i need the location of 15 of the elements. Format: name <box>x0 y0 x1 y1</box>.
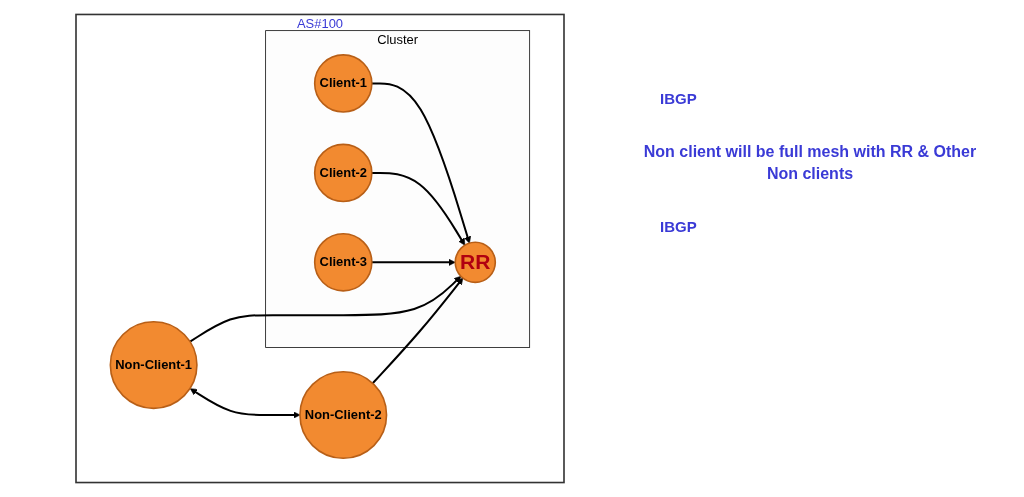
note-text: Non client will be full mesh with RR & Other Non clients <box>642 142 978 184</box>
node-circle: Non-Client-1 <box>109 321 198 410</box>
node-circle: Client-1 <box>313 54 373 113</box>
arrow <box>371 171 466 246</box>
arrow <box>189 275 462 343</box>
node-circle: Client-2 <box>313 143 373 203</box>
arrow <box>371 277 464 384</box>
node-circle: RR <box>454 241 497 284</box>
protocol-label: IBGP <box>660 218 697 236</box>
arrow <box>190 388 301 419</box>
node-circle: Client-3 <box>313 232 373 292</box>
node-circle: Non-Client-2 <box>299 370 388 460</box>
protocol-label: IBGP <box>660 90 697 107</box>
arrow <box>371 82 471 244</box>
arrow <box>371 258 456 266</box>
